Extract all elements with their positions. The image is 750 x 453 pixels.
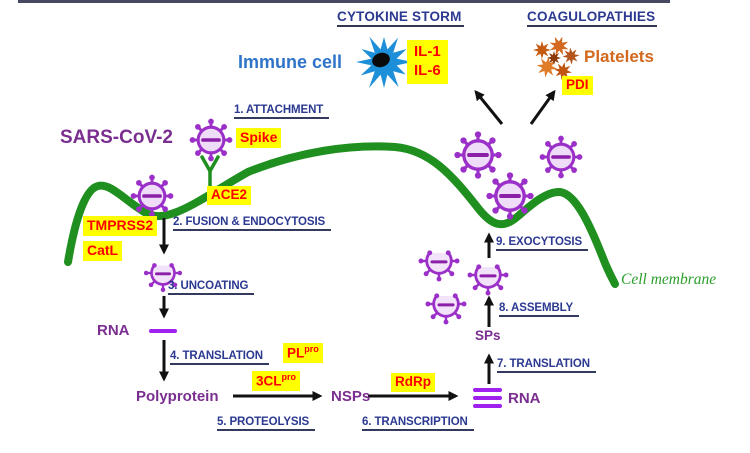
step-9-exocytosis: 9. EXOCYTOSIS (496, 236, 589, 251)
3clpro-base: 3CL (256, 373, 282, 389)
cytokine-storm-header: CYTOKINE STORM (337, 9, 464, 27)
plpro-base: PL (287, 345, 305, 361)
virus-icon-released-3 (484, 170, 536, 222)
3clpro-sup: pro (281, 372, 297, 382)
catl-tag: CatL (83, 241, 123, 261)
interleukin-tag: IL-1 IL-6 (407, 40, 448, 84)
arrow-to-platelets (529, 89, 556, 125)
rna-new-strands (473, 388, 502, 408)
polyprotein-label: Polyprotein (136, 388, 219, 405)
virus-icon-released-1 (452, 129, 504, 181)
step-7-translation: 7. TRANSLATION (497, 358, 596, 373)
step-6-transcription: 6. TRANSCRIPTION (362, 416, 474, 431)
plpro-tag: PLpro (283, 343, 323, 364)
nsps-label: NSPs (331, 388, 371, 405)
plpro-sup: pro (304, 344, 319, 354)
rna-new-label: RNA (508, 390, 541, 407)
half-virus-icon-assembly-1 (417, 248, 461, 283)
immune-cell-icon (356, 36, 412, 88)
virus-icon-attachment (187, 116, 235, 164)
3clpro-tag: 3CLpro (252, 371, 301, 392)
step-4-translation: 4. TRANSLATION (170, 350, 269, 365)
half-virus-icon-assembly-2 (466, 262, 510, 297)
step-8-assembly: 8. ASSEMBLY (499, 302, 580, 317)
step-1-attachment: 1. ATTACHMENT (234, 104, 330, 119)
step-2-fusion-endocytosis: 2. FUSION & ENDOCYTOSIS (173, 216, 332, 231)
pdi-tag: PDI (562, 76, 593, 95)
ace2-tag: ACE2 (207, 186, 252, 205)
tmprss2-tag: TMPRSS2 (83, 216, 158, 236)
platelets-label: Platelets (584, 47, 654, 66)
sps-label: SPs (475, 328, 501, 343)
spike-tag: Spike (236, 128, 282, 148)
cell-membrane-curve (64, 142, 619, 288)
rna-genome-label: RNA (97, 322, 130, 339)
arrow-to-immune-cell (474, 90, 504, 125)
step-5-proteolysis: 5. PROTEOLYSIS (217, 416, 316, 431)
coagulopathies-header: COAGULOPATHIES (527, 9, 658, 27)
il6-label: IL-6 (414, 61, 441, 79)
virus-icon-released-2 (537, 133, 585, 181)
cell-membrane-label: Cell membrane (621, 271, 717, 288)
half-virus-icon-assembly-3 (424, 291, 468, 326)
step-3-uncoating: 3. UNCOATING (168, 280, 255, 295)
virus-icon-membrane (128, 172, 176, 220)
immune-cell-label: Immune cell (238, 52, 343, 72)
virus-name-label: SARS-CoV-2 (60, 127, 173, 148)
rdrp-tag: RdRp (391, 373, 435, 392)
top-border-line (18, 0, 670, 3)
il1-label: IL-1 (414, 43, 441, 60)
